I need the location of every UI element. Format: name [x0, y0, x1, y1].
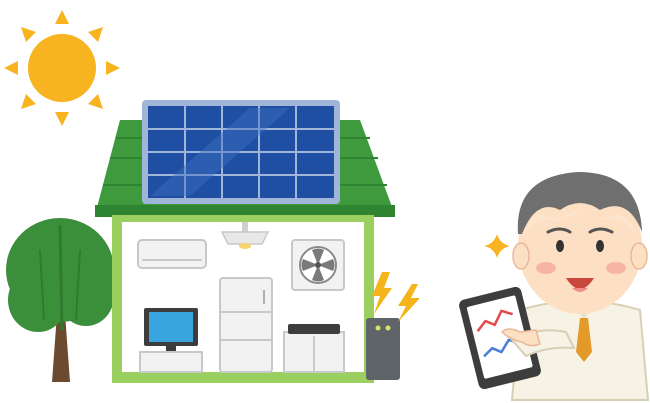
house [95, 100, 395, 383]
refrigerator-icon [219, 277, 273, 373]
ventilation-fan-icon [291, 239, 345, 291]
stove-icon [283, 324, 345, 373]
lightning-icon [372, 272, 420, 322]
hair [517, 172, 642, 234]
tablet-icon [459, 286, 541, 390]
sparkle-icon [484, 234, 510, 258]
face [518, 178, 642, 314]
man-with-tablet [459, 172, 650, 401]
ceiling-light-icon [220, 222, 270, 249]
chart-line-red [476, 309, 513, 332]
solar-panel-icon [142, 100, 340, 204]
tie [576, 318, 592, 362]
air-conditioner-icon [137, 239, 207, 269]
hand [500, 328, 541, 347]
tree-icon [6, 218, 114, 382]
television-icon [139, 308, 203, 373]
sun-icon [4, 10, 120, 126]
storage-battery-icon [366, 318, 400, 380]
